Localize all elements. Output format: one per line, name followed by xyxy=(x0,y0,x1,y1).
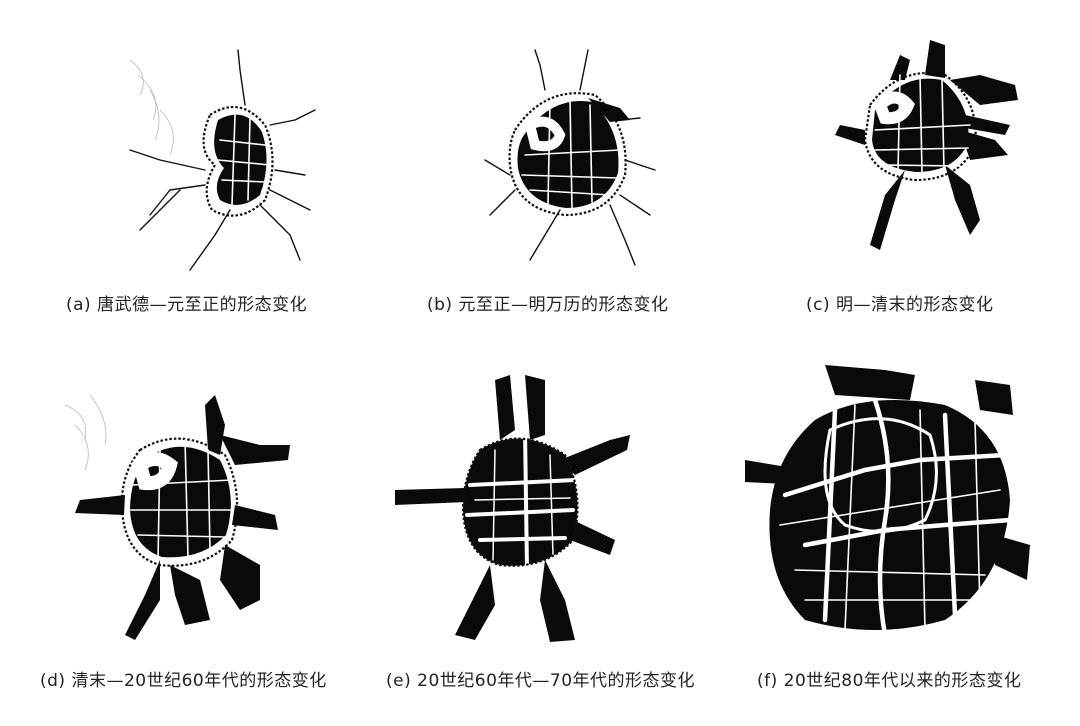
caption-b: (b) 元至正—明万历的形态变化 xyxy=(427,295,669,315)
map-panel-d xyxy=(60,385,300,645)
caption-a: (a) 唐武德—元至正的形态变化 xyxy=(66,295,308,315)
map-panel-a xyxy=(120,40,340,271)
caption-f: (f) 20世纪80年代以来的形态变化 xyxy=(757,671,1022,691)
urban-form-map-c xyxy=(835,40,1018,250)
caption-e: (e) 20世纪60年代—70年代的形态变化 xyxy=(386,671,696,691)
urban-form-map-a xyxy=(129,49,316,271)
map-panel-b xyxy=(470,40,700,270)
urban-form-map-e xyxy=(395,375,630,642)
urban-form-map-b xyxy=(484,49,656,266)
caption-d: (d) 清末—20世纪60年代的形态变化 xyxy=(40,671,327,691)
caption-c: (c) 明—清末的形态变化 xyxy=(806,295,994,315)
map-panel-c xyxy=(830,20,1030,260)
urban-form-map-f xyxy=(745,365,1030,638)
urban-form-map-d xyxy=(64,394,290,640)
map-panel-e xyxy=(395,370,645,645)
map-panel-f xyxy=(745,360,1035,645)
